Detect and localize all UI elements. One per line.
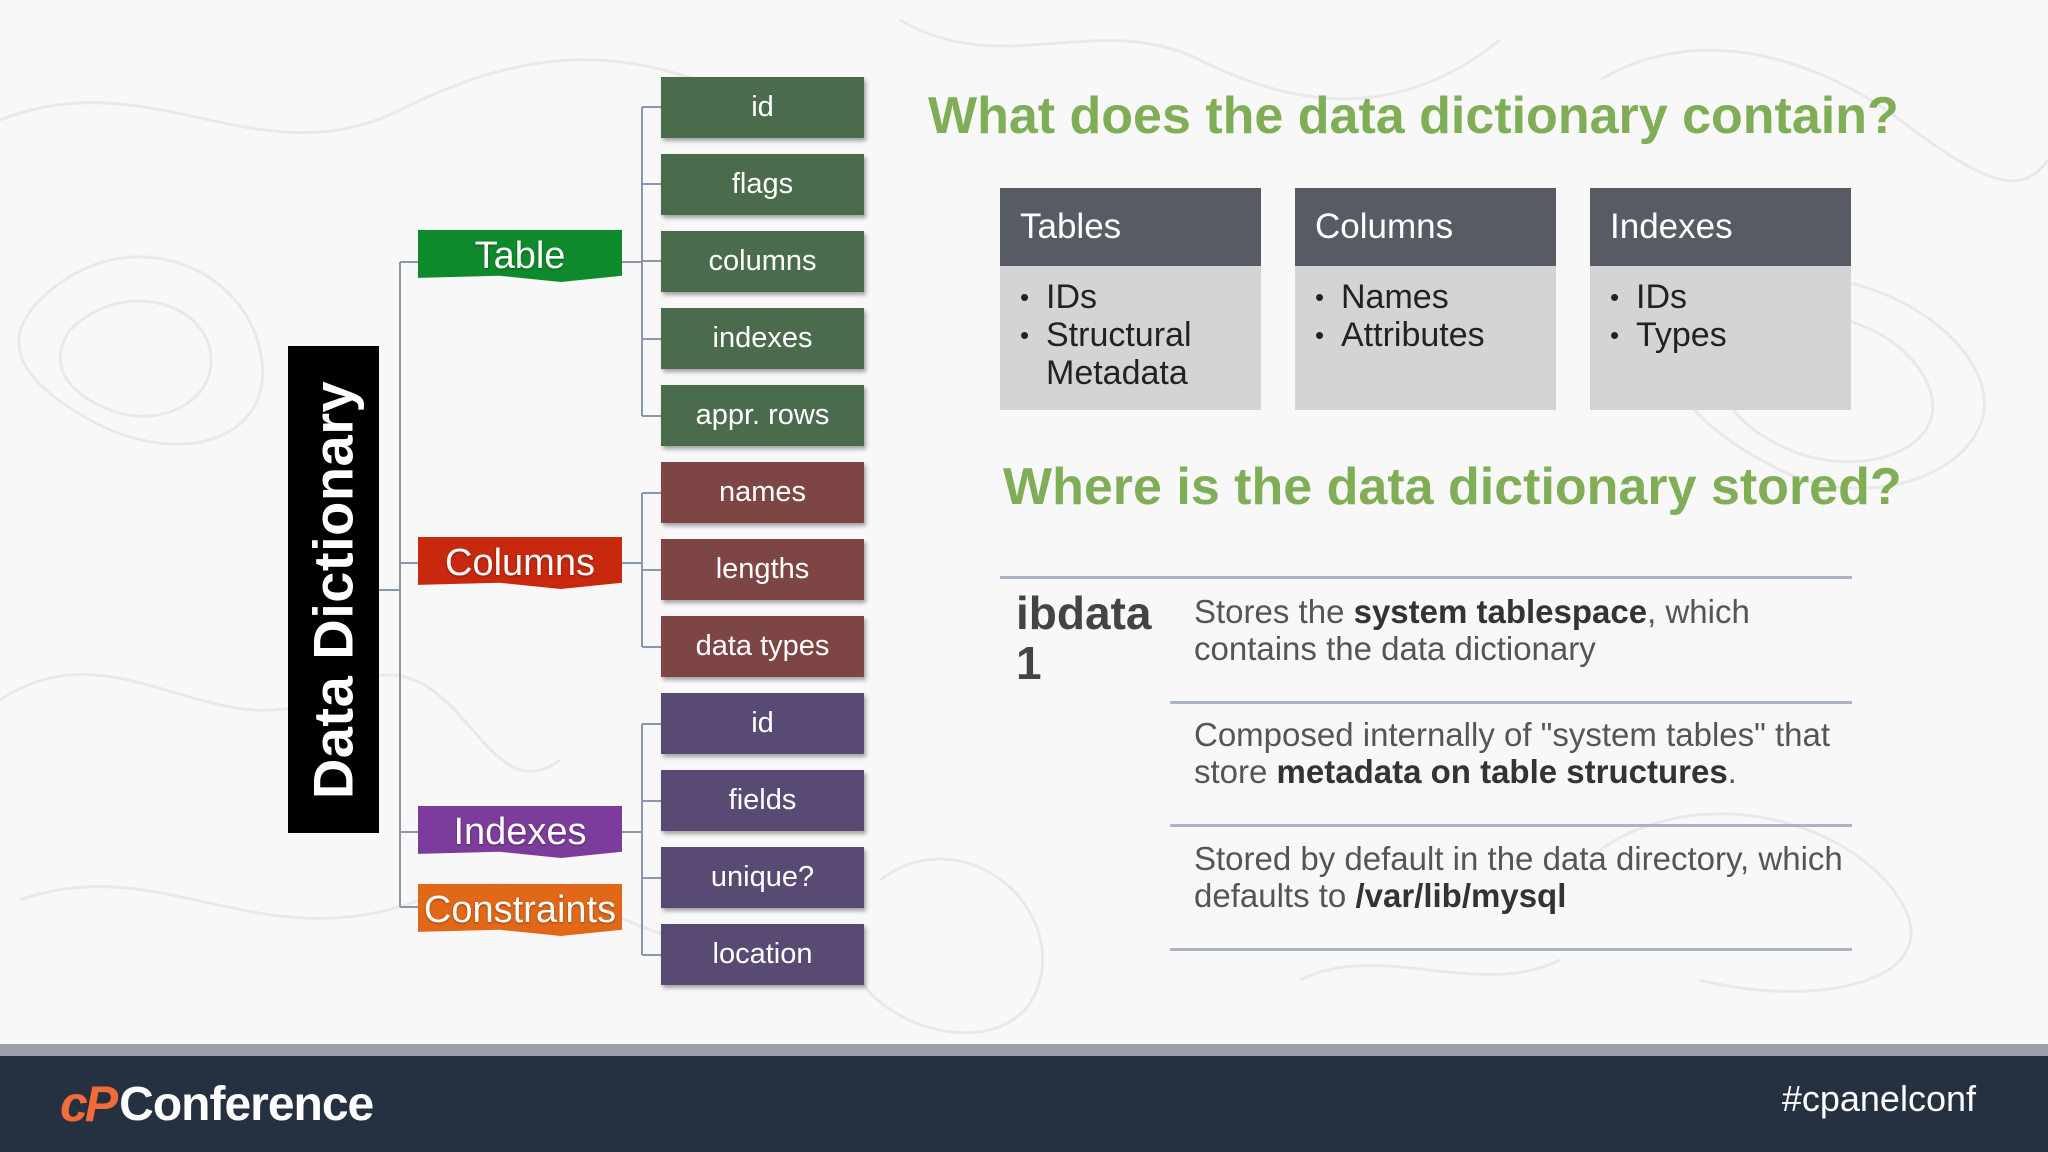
divider (1170, 824, 1852, 827)
contain-heading: What does the data dictionary contain? (928, 87, 1899, 145)
card-item: Names (1315, 278, 1556, 316)
text: Composed internally of "system tables" t… (1194, 716, 1831, 790)
bold-text: system tablespace (1353, 593, 1648, 630)
column-field-lengths: lengths (661, 539, 864, 600)
text: . (1727, 753, 1737, 790)
tree-connectors (379, 106, 661, 956)
divider (1170, 948, 1852, 951)
category-table: Table (418, 230, 622, 282)
column-field-names: names (661, 462, 864, 523)
card-item: IDs (1610, 278, 1851, 316)
stored-heading: Where is the data dictionary stored? (1003, 458, 1902, 516)
card-list: IDs Structural Metadata (1000, 266, 1261, 392)
index-field-id: id (661, 693, 864, 754)
text: , which contains the data dictionary (1194, 593, 1750, 667)
card-title: Columns (1295, 188, 1556, 266)
hashtag: #cpanelconf (1781, 1078, 1976, 1119)
card-title: Indexes (1590, 188, 1851, 266)
contain-card-indexes: Indexes IDs Types (1590, 188, 1851, 410)
card-item: Structural Metadata (1020, 316, 1261, 392)
index-field-fields: fields (661, 770, 864, 831)
table-field-indexes: indexes (661, 308, 864, 369)
card-item: IDs (1020, 278, 1261, 316)
card-title: Tables (1000, 188, 1261, 266)
card-list: IDs Types (1590, 266, 1851, 354)
text: Stored by default in the data directory,… (1194, 840, 1843, 914)
card-list: Names Attributes (1295, 266, 1556, 354)
bold-text: /var/lib/mysql (1355, 877, 1567, 914)
footer-accent-strip (0, 1044, 2048, 1056)
text: Stores the (1194, 593, 1354, 630)
column-field-data-types: data types (661, 616, 864, 677)
storage-row-1: Stores the system tablespace, which cont… (1194, 593, 1844, 667)
data-dictionary-box (288, 346, 379, 833)
divider (1000, 576, 1852, 579)
table-field-id: id (661, 77, 864, 138)
index-field-location: location (661, 924, 864, 985)
cpanel-logo-mark: cP (60, 1076, 118, 1132)
storage-row-2: Composed internally of "system tables" t… (1194, 716, 1844, 790)
storage-row-3: Stored by default in the data directory,… (1194, 840, 1844, 914)
category-indexes: Indexes (418, 806, 622, 858)
footer-bar (0, 1056, 2048, 1152)
slide: Data Dictionary Table Columns Indexes Co… (0, 0, 2048, 1044)
bold-text: metadata on table structures (1276, 753, 1728, 790)
card-item: Types (1610, 316, 1851, 354)
contain-card-tables: Tables IDs Structural Metadata (1000, 188, 1261, 410)
category-columns: Columns (418, 537, 622, 589)
logo-text: Conference (119, 1077, 374, 1131)
ibdata-file-label: ibdata1 (1016, 587, 1152, 689)
divider (1170, 701, 1852, 704)
category-constraints: Constraints (418, 884, 622, 936)
card-item: Attributes (1315, 316, 1556, 354)
contain-card-columns: Columns Names Attributes (1295, 188, 1556, 410)
table-field-columns: columns (661, 231, 864, 292)
index-field-unique: unique? (661, 847, 864, 908)
table-field-appr-rows: appr. rows (661, 385, 864, 446)
cpanel-conference-logo: cP Conference (60, 1074, 374, 1134)
table-field-flags: flags (661, 154, 864, 215)
